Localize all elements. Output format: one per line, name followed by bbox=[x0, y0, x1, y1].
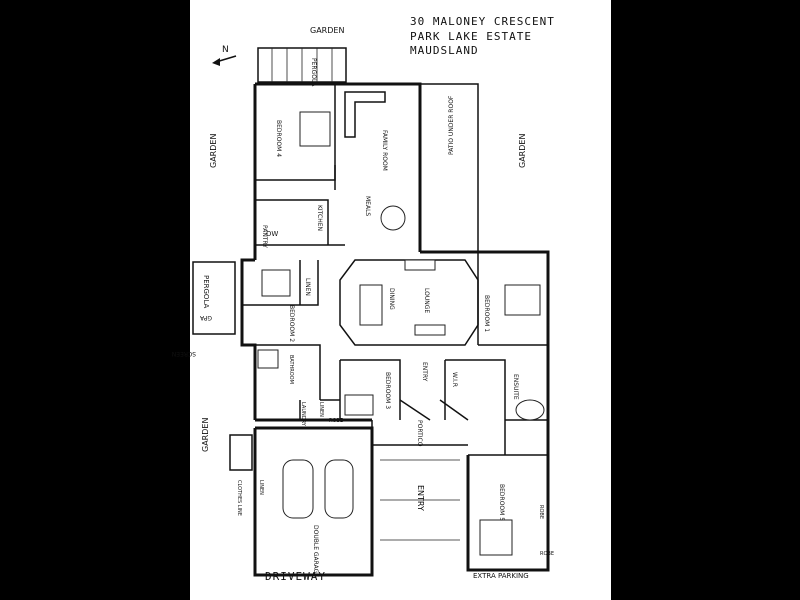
car-icon bbox=[324, 459, 354, 519]
garden-top-label: GARDEN bbox=[310, 26, 344, 35]
label-wir: W.I.R bbox=[451, 372, 458, 387]
label-pergola-side: PERGOLA bbox=[202, 275, 210, 309]
north-arrow-icon: N bbox=[212, 45, 237, 66]
address-line-3: MAUDSLAND bbox=[410, 44, 479, 57]
dining-table-icon bbox=[380, 205, 406, 231]
clothes-line-icon bbox=[229, 434, 253, 471]
label-portico: PORTICO bbox=[416, 420, 423, 447]
label-double-garage: DOUBLE GARAGE bbox=[312, 525, 319, 577]
table-icon bbox=[359, 284, 383, 326]
bed-icon bbox=[261, 269, 291, 297]
label-entry-outside: ENTRY bbox=[416, 485, 425, 511]
label-bedroom-3: BEDROOM 3 bbox=[384, 372, 391, 409]
label-bedroom-2: BEDROOM 2 bbox=[288, 305, 295, 342]
label-dw: DW bbox=[266, 230, 278, 238]
label-bathroom: BATHROOM bbox=[288, 355, 294, 384]
label-kitchen: KITCHEN bbox=[316, 205, 323, 231]
label-dining: DINING bbox=[388, 288, 395, 310]
label-clothes-line: CLOTHES LINE bbox=[236, 480, 242, 516]
label-family-room: FAMILY ROOM bbox=[381, 130, 388, 171]
label-bedroom-1: BEDROOM 1 bbox=[483, 295, 490, 332]
label-laundry: LAUNDRY bbox=[300, 402, 306, 427]
driveway-label: DRIVEWAY bbox=[265, 570, 326, 583]
label-bedroom-4: BEDROOM 4 bbox=[275, 120, 282, 157]
label-pantry: PANTRY bbox=[261, 225, 268, 248]
fixtures bbox=[192, 91, 545, 556]
car-icon bbox=[282, 459, 314, 519]
extra-parking-label: EXTRA PARKING bbox=[473, 572, 529, 580]
label-robe-bed5: ROBE bbox=[540, 551, 554, 557]
pergola-side bbox=[192, 261, 236, 335]
garden-left-lower-label: GARDEN bbox=[201, 418, 210, 452]
label-linen-lower: LINEN bbox=[318, 402, 324, 417]
room-labels: BEDROOM 4 FAMILY ROOM MEALS KITCHEN PANT… bbox=[172, 95, 554, 577]
label-bedroom-5: BEDROOM 5 bbox=[498, 484, 505, 521]
bed-icon bbox=[344, 394, 374, 416]
label-gpa: GPA bbox=[199, 314, 212, 321]
sofa-icon bbox=[414, 324, 446, 336]
label-entry: ENTRY bbox=[421, 362, 428, 382]
north-label: N bbox=[222, 45, 229, 55]
sofa-icon bbox=[404, 259, 436, 271]
bathtub-icon bbox=[515, 399, 545, 421]
label-meals: MEALS bbox=[364, 196, 371, 216]
bed-icon bbox=[479, 519, 513, 556]
outer-walls bbox=[240, 82, 550, 577]
pergola-top: PERGOLA bbox=[257, 47, 347, 87]
pergola-top-label: PERGOLA bbox=[310, 58, 317, 87]
label-ensuite: ENSUITE bbox=[512, 374, 519, 400]
label-screen: SCREEN bbox=[172, 350, 196, 357]
sofa-icon bbox=[344, 91, 386, 138]
interior-walls bbox=[242, 84, 548, 456]
label-linen-upper: LINEN bbox=[304, 278, 311, 296]
garden-right-label: GARDEN bbox=[518, 134, 527, 168]
garden-left-label: GARDEN bbox=[209, 134, 218, 168]
label-robe: ROBE bbox=[329, 418, 343, 424]
label-linen-garage: LINEN bbox=[258, 480, 264, 495]
bathtub-icon bbox=[257, 349, 279, 369]
address-line-2: PARK LAKE ESTATE bbox=[410, 30, 532, 43]
label-lounge: LOUNGE bbox=[423, 288, 430, 313]
address-line-1: 30 MALONEY CRESCENT bbox=[410, 15, 555, 28]
label-robe-ensuite: ROBE bbox=[538, 505, 544, 519]
bed-icon bbox=[504, 284, 541, 316]
bed-icon bbox=[299, 111, 331, 147]
label-patio: PATIO UNDER ROOF bbox=[448, 95, 455, 155]
